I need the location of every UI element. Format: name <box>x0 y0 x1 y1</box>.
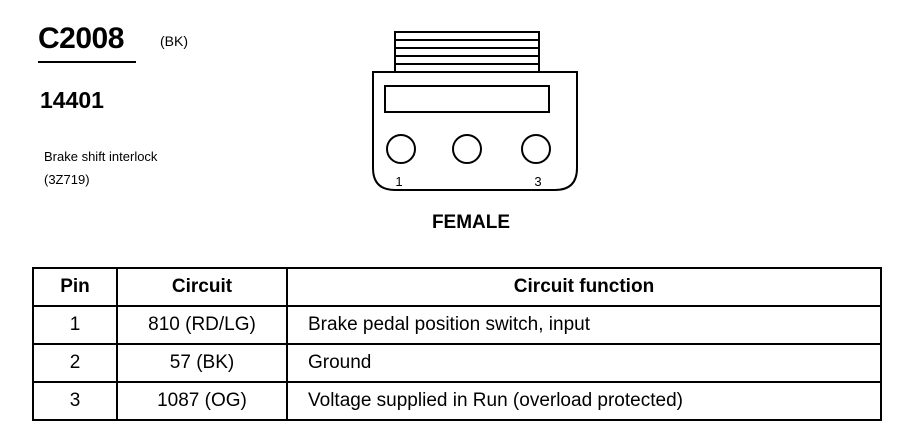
pin-label-first: 1 <box>395 174 402 189</box>
column-header-pin: Pin <box>32 267 118 307</box>
connector-housing-outline <box>372 71 578 191</box>
component-part-number: (3Z719) <box>44 172 90 187</box>
cell-pin: 3 <box>32 381 118 421</box>
table-row: 2 57 (BK) Ground <box>32 343 882 383</box>
table-row: 1 810 (RD/LG) Brake pedal position switc… <box>32 305 882 345</box>
cell-circuit: 1087 (OG) <box>116 381 288 421</box>
cell-pin: 1 <box>32 305 118 345</box>
cell-circuit: 57 (BK) <box>116 343 288 383</box>
pin-label-last: 3 <box>534 174 541 189</box>
connector-gender-label: FEMALE <box>431 212 511 233</box>
cell-circuit: 810 (RD/LG) <box>116 305 288 345</box>
pin-cavity-3 <box>521 134 551 164</box>
connector-key-slot <box>384 85 550 113</box>
connector-face-diagram: 1 3 <box>372 31 578 191</box>
connector-locking-tab <box>394 31 540 73</box>
column-header-circuit: Circuit <box>116 267 288 307</box>
harness-number: 14401 <box>40 87 104 113</box>
connector-id: C2008 <box>38 22 124 55</box>
pin-cavity-2 <box>452 134 482 164</box>
pin-table: Pin Circuit Circuit function 1 810 (RD/L… <box>32 267 882 421</box>
cell-circuit-function: Brake pedal position switch, input <box>286 305 882 345</box>
connector-color-code: (BK) <box>160 33 188 49</box>
column-header-circuit-function: Circuit function <box>286 267 882 307</box>
cell-circuit-function: Ground <box>286 343 882 383</box>
component-name: Brake shift interlock <box>44 149 158 164</box>
pin-table-header-row: Pin Circuit Circuit function <box>32 267 882 307</box>
cell-pin: 2 <box>32 343 118 383</box>
pin-cavity-1 <box>386 134 416 164</box>
connector-id-underline <box>38 61 136 63</box>
table-row: 3 1087 (OG) Voltage supplied in Run (ove… <box>32 381 882 421</box>
cell-circuit-function: Voltage supplied in Run (overload protec… <box>286 381 882 421</box>
